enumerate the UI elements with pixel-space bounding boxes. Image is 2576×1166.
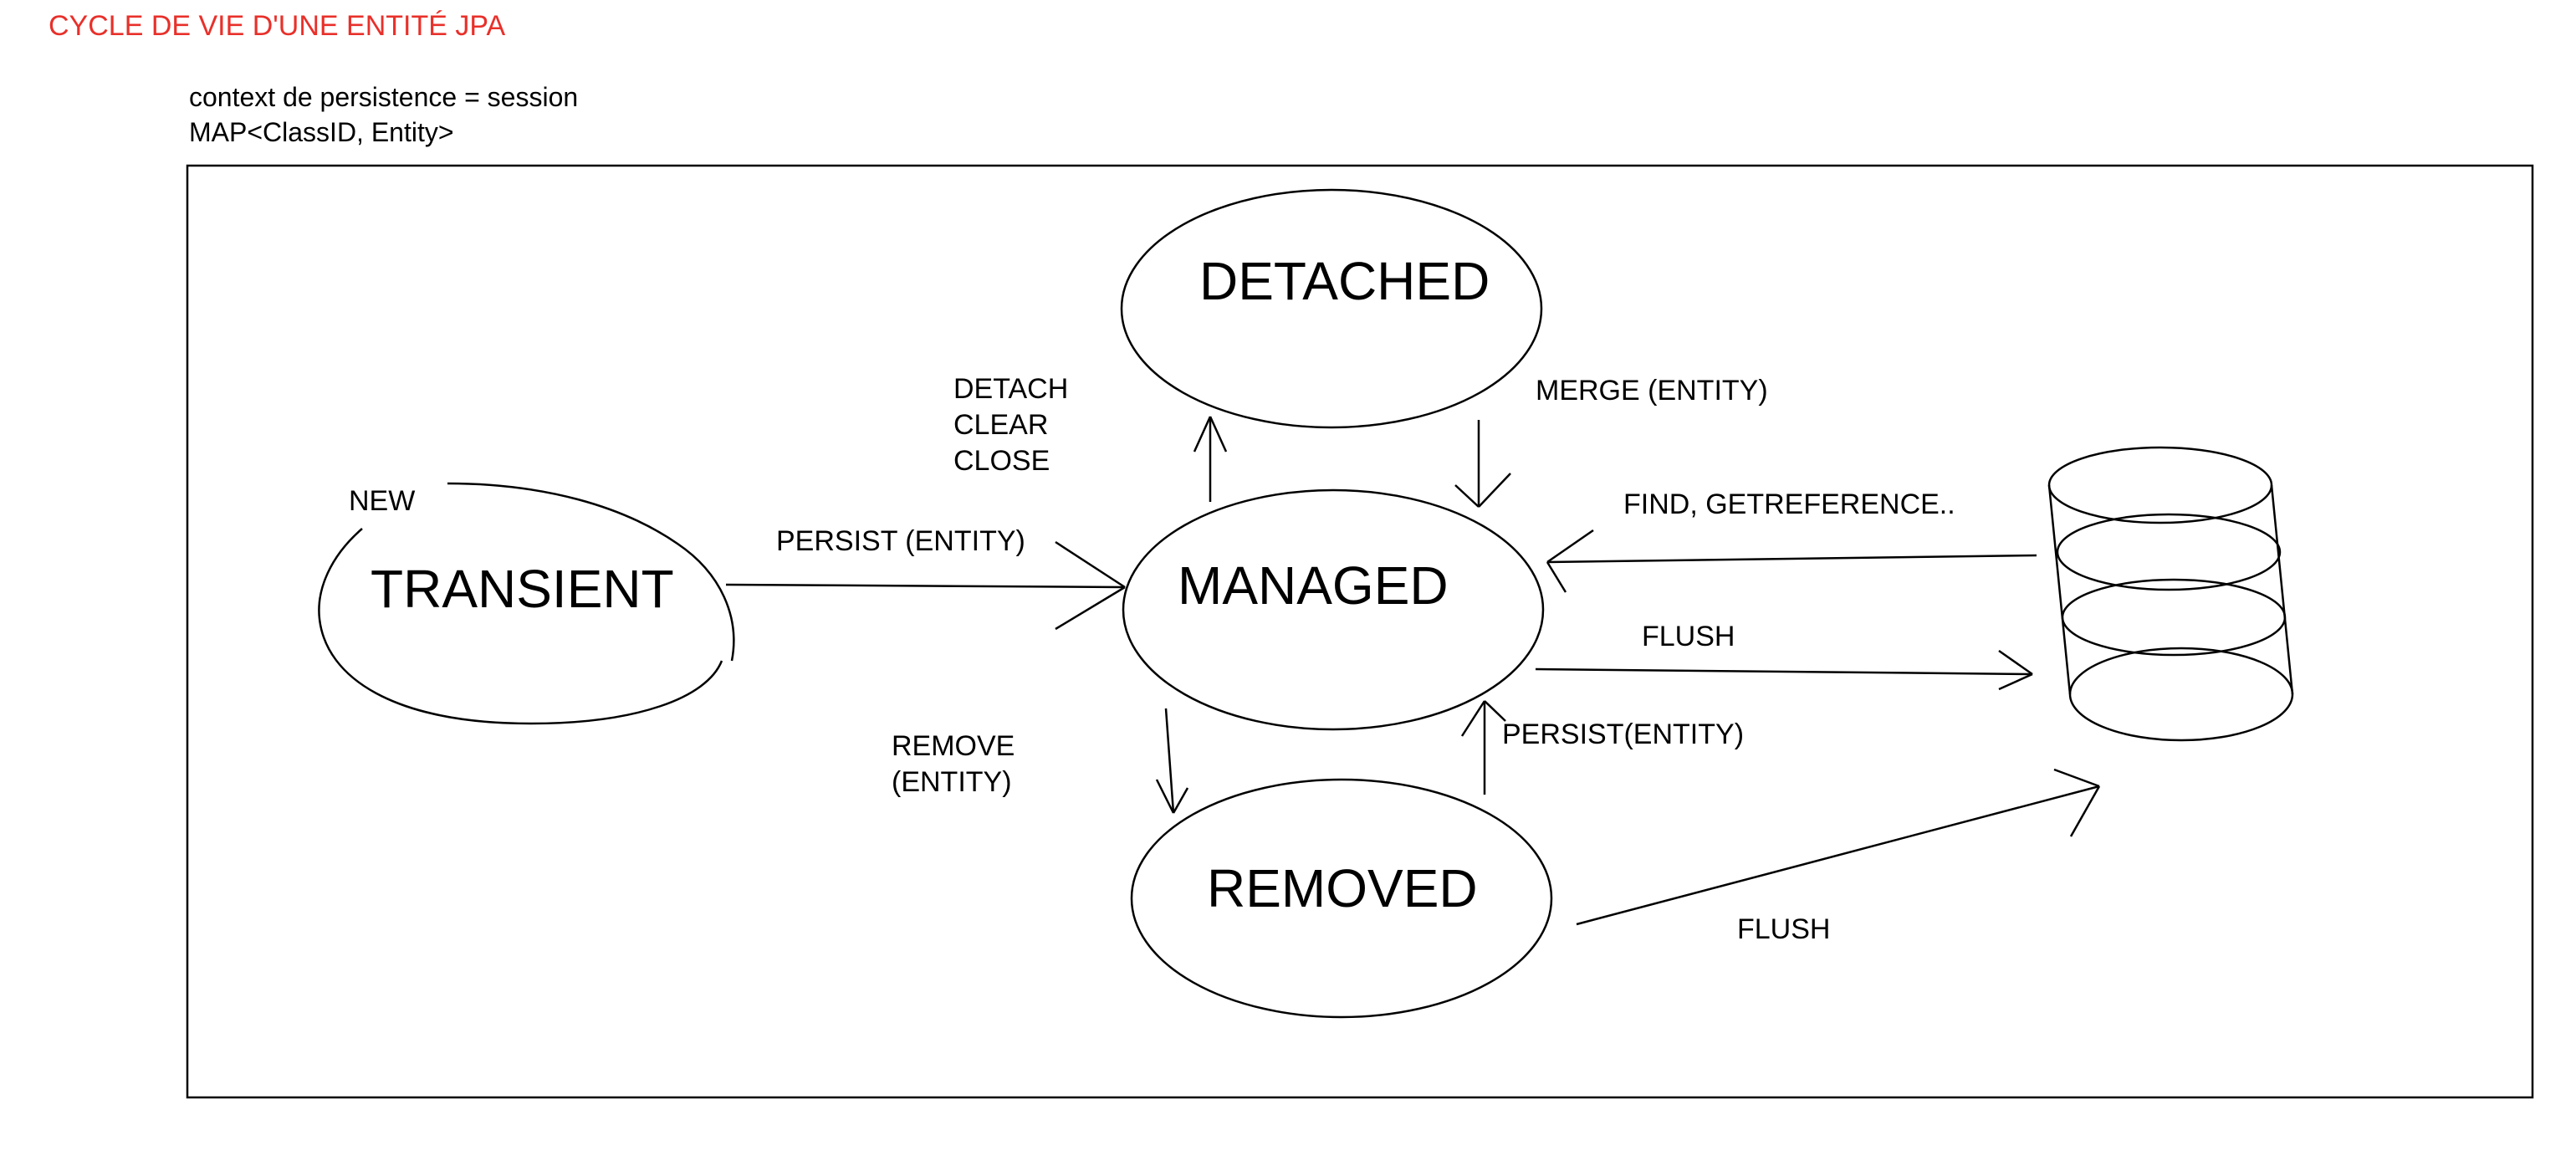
label-merge-entity: MERGE (ENTITY) xyxy=(1536,375,1768,407)
arrow-merge xyxy=(1454,420,1511,508)
context-description: context de persistence = session xyxy=(189,82,579,112)
label-persist-entity-removed: PERSIST(ENTITY) xyxy=(1502,719,1744,750)
state-managed: MANAGED xyxy=(1122,488,1545,731)
arrow-persist-removed xyxy=(1460,700,1506,795)
removed-outline xyxy=(1130,778,1553,1019)
state-transient-label: TRANSIENT xyxy=(371,559,674,619)
state-managed-label: MANAGED xyxy=(1178,555,1449,616)
arrow-persist xyxy=(725,540,1126,631)
context-map-type: MAP<ClassID, Entity> xyxy=(189,117,454,147)
persistence-context-frame xyxy=(186,164,2534,1099)
label-clear: CLEAR xyxy=(953,409,1048,441)
label-new: NEW xyxy=(349,485,415,517)
state-detached-label: DETACHED xyxy=(1199,251,1490,311)
transient-outline-bottom-left xyxy=(318,528,723,725)
state-transient: TRANSIENT xyxy=(318,482,735,725)
state-removed-label: REMOVED xyxy=(1207,858,1478,918)
transient-outline-top-right xyxy=(447,482,735,662)
arrow-detach xyxy=(1193,416,1228,502)
state-removed: REMOVED xyxy=(1130,778,1553,1019)
arrow-flush-removed xyxy=(1576,768,2101,926)
detached-outline xyxy=(1120,188,1543,429)
label-flush-removed: FLUSH xyxy=(1737,913,1830,945)
page-title: CYCLE DE VIE D'UNE ENTITÉ JPA xyxy=(49,10,506,42)
label-remove-entity: (ENTITY) xyxy=(892,766,1012,798)
arrow-find xyxy=(1546,529,2037,593)
database-cylinder-icon xyxy=(2047,446,2294,742)
managed-outline xyxy=(1122,488,1545,731)
label-remove: REMOVE xyxy=(892,730,1015,762)
state-detached: DETACHED xyxy=(1120,188,1543,429)
label-detach: DETACH xyxy=(953,373,1068,405)
label-close: CLOSE xyxy=(953,445,1050,477)
label-find-getreference: FIND, GETREFERENCE.. xyxy=(1623,488,1955,520)
arrow-remove xyxy=(1155,708,1189,814)
label-persist-entity: PERSIST (ENTITY) xyxy=(776,525,1025,557)
arrow-flush-managed xyxy=(1535,649,2033,691)
label-flush-managed: FLUSH xyxy=(1642,621,1735,652)
